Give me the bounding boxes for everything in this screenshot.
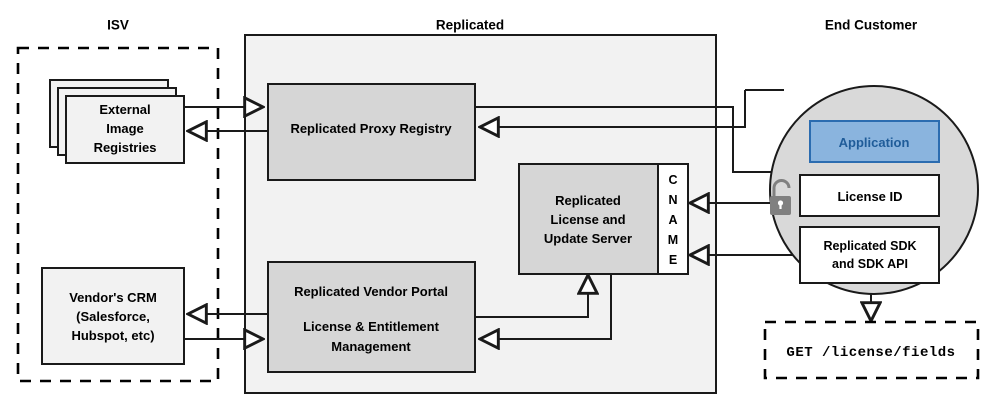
- replicated-vendor-portal-box[interactable]: [267, 261, 476, 373]
- vendor-crm-label-line2: (Salesforce,: [76, 309, 150, 324]
- api-request-label: GET /license/fields: [786, 345, 955, 361]
- vendor-portal-label-line1: Replicated Vendor Portal: [294, 284, 448, 299]
- connection-application-to-proxy-registry: [480, 90, 746, 127]
- isv-zone-boundary: [16, 46, 220, 383]
- external-image-registries[interactable]: [65, 95, 185, 164]
- replicated-license-update-server-box[interactable]: [518, 163, 659, 275]
- vendor-portal-label-line3: Management: [331, 339, 411, 354]
- license-update-server-label-line1: Replicated: [555, 193, 621, 208]
- replicated-proxy-registry-box[interactable]: [267, 83, 476, 181]
- replicated-sdk-box[interactable]: [799, 226, 940, 284]
- cname-tab[interactable]: [657, 163, 689, 275]
- application-label: Application: [839, 135, 910, 150]
- vendor-crm-box[interactable]: [41, 267, 185, 365]
- replicated-sdk-label-line1: Replicated SDK: [823, 239, 916, 253]
- cname-letter-a: A: [668, 213, 677, 227]
- external-image-registries-label-line1: External: [99, 102, 150, 117]
- external-image-registries-label-line3: Registries: [94, 140, 157, 155]
- api-request-boundary: [763, 320, 980, 380]
- connection-license-server-to-vendor-portal: [480, 272, 612, 339]
- vendor-crm-label-line3: Hubspot, etc): [71, 328, 154, 343]
- unlocked-padlock-icon: [770, 179, 791, 215]
- cname-letter-m: M: [668, 233, 678, 247]
- zone-title-isv: ISV: [107, 18, 129, 33]
- license-id-box[interactable]: [799, 174, 940, 217]
- replicated-proxy-registry-label: Replicated Proxy Registry: [290, 121, 452, 136]
- zone-title-end-customer: End Customer: [825, 18, 918, 33]
- cname-letter-n: N: [668, 193, 677, 207]
- license-id-label: License ID: [837, 189, 902, 204]
- license-update-server-label-line3: Update Server: [544, 231, 632, 246]
- connection-vendor-portal-to-license-server: [475, 275, 588, 318]
- vendor-portal-label-line2: License & Entitlement: [303, 319, 439, 334]
- cname-letter-c: C: [668, 173, 677, 187]
- zone-title-replicated: Replicated: [436, 18, 504, 33]
- external-image-registries-label-line2: Image: [106, 121, 144, 136]
- application-box[interactable]: [809, 120, 940, 163]
- vendor-crm-label-line1: Vendor's CRM: [69, 290, 157, 305]
- license-update-server-label-line2: License and: [550, 212, 625, 227]
- cname-letter-e: E: [669, 253, 677, 267]
- replicated-sdk-label-line2: and SDK API: [832, 257, 908, 271]
